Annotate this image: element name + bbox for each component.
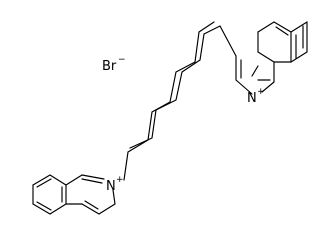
alkyl-chain: [123, 21, 237, 181]
bond: [257, 51, 275, 63]
nitrogen-left: N: [106, 179, 116, 194]
bromide-charge: −: [118, 55, 126, 65]
bond: [290, 51, 308, 63]
double-bond-inner: [36, 178, 52, 188]
bond: [81, 174, 105, 180]
chain-bonds-left: [123, 21, 215, 181]
chain-bonds-right: [129, 25, 237, 149]
bond: [290, 21, 308, 33]
bond: [261, 81, 275, 93]
bond: [251, 65, 259, 77]
bond: [257, 21, 275, 33]
double-bond-inner: [36, 201, 52, 211]
right-isoquinolinium: N +: [235, 21, 308, 106]
bond: [273, 21, 292, 33]
bromide-ion: Br −: [102, 55, 126, 74]
bromide-symbol: Br: [102, 59, 117, 74]
double-bond-inner: [275, 26, 289, 36]
bond: [98, 203, 116, 215]
double-bond-inner: [81, 178, 103, 184]
nitrogen-right: N: [247, 91, 257, 106]
bond: [235, 79, 253, 95]
bond: [81, 203, 100, 215]
bond: [32, 174, 51, 186]
bond: [49, 203, 67, 215]
nitrogen-left-charge: +: [116, 175, 124, 185]
double-bond-inner: [84, 200, 99, 210]
bond: [32, 203, 51, 215]
bond: [112, 189, 116, 205]
bond: [65, 174, 83, 186]
bond: [49, 174, 67, 186]
left-isoquinolinium: N +: [32, 174, 124, 215]
nitrogen-right-charge: +: [257, 87, 265, 97]
